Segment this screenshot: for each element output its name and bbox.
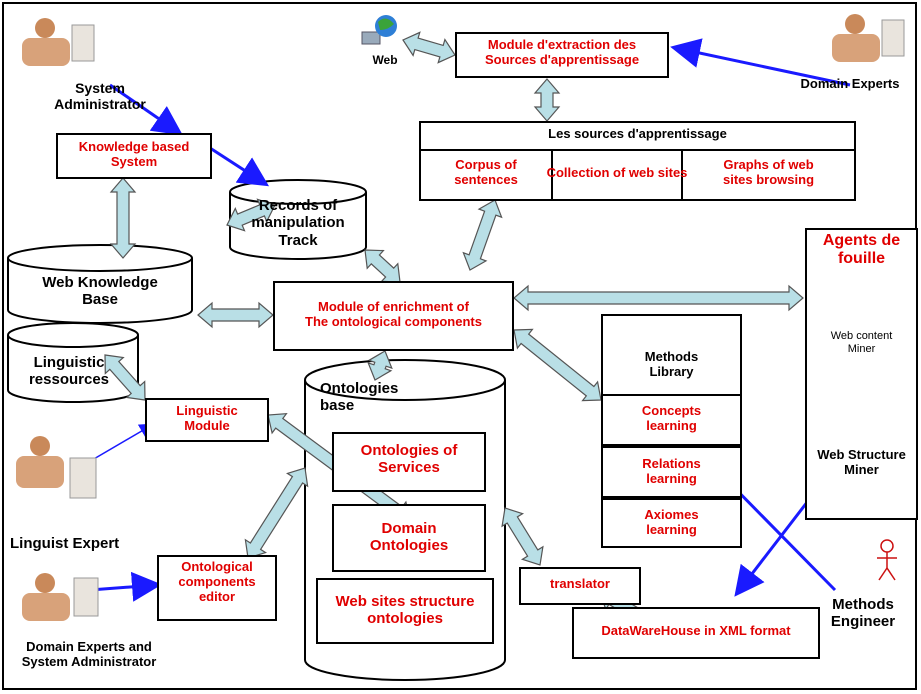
methods-engineer-label: Methods Engineer — [830, 596, 896, 631]
services-ontologies-label: Ontologies of Services — [360, 442, 458, 477]
web-kb-cylinder — [7, 244, 193, 324]
flow-arrow — [533, 78, 561, 122]
person-icon-domain-experts-top — [832, 14, 905, 62]
concepts-learning-label: Concepts learning — [641, 403, 702, 433]
kbs-box[interactable] — [56, 133, 212, 179]
enrichment-module-label: Module of enrichment of The ontological … — [305, 299, 482, 329]
person-icon-system-admin — [22, 18, 95, 66]
linguistic-module-box[interactable] — [145, 398, 269, 442]
web-kb-label: Web Knowledge Base — [42, 274, 158, 309]
extraction-module-box[interactable] — [455, 32, 669, 78]
sources-title: Les sources d'apprentissage — [548, 126, 727, 141]
collection-label: Collection of web sites — [546, 165, 688, 180]
person-icon-linguist — [16, 436, 97, 499]
agents-box — [805, 228, 918, 520]
flow-arrow — [513, 284, 804, 312]
methods-library-title: Methods Library — [644, 349, 699, 379]
linguistic-module-label: Linguistic Module — [176, 403, 238, 433]
flow-arrow — [197, 301, 274, 329]
relations-learning-label: Relations learning — [642, 456, 701, 486]
flow-arrow — [109, 177, 137, 259]
structure-miner-label: Web Structure Miner — [817, 447, 906, 477]
content-miner-label: Web content Miner — [830, 330, 893, 355]
domain-ontologies-label: Domain Ontologies — [369, 520, 449, 555]
structure-ontologies-label: Web sites structure ontologies — [335, 593, 475, 628]
graphs-label: Graphs of web sites browsing — [722, 157, 815, 187]
flow-arrow — [501, 507, 544, 566]
datawarehouse-label: DataWareHouse in XML format — [601, 623, 791, 638]
person-icon-domain-experts-admin — [22, 573, 99, 621]
translator-label: translator — [550, 576, 610, 591]
editor-label: Ontological components editor — [178, 559, 256, 604]
concepts-learning-box[interactable] — [601, 394, 742, 446]
flow-arrow — [462, 199, 503, 271]
system-admin-label: System Administrator — [54, 80, 146, 113]
axiomes-learning-box[interactable] — [601, 498, 742, 548]
domain-experts-label: Domain Experts — [800, 76, 900, 91]
graphs-cell[interactable] — [681, 149, 856, 201]
globe-icon — [361, 15, 397, 45]
flow-arrow — [364, 249, 401, 283]
linguist-label: Linguist Expert — [10, 535, 120, 552]
records-label: Records of manipulation Track — [251, 197, 345, 249]
axiomes-learning-label: Axiomes learning — [644, 507, 699, 537]
enrichment-module-box[interactable] — [273, 281, 514, 351]
translator-box[interactable] — [519, 567, 641, 605]
ontologies-base-label: Ontologies base — [320, 380, 399, 415]
extraction-module-label: Module d'extraction des Sources d'appren… — [484, 37, 640, 67]
domain-experts-admin-label: Domain Experts and System Administrator — [21, 639, 157, 669]
corpus-label: Corpus of sentences — [454, 157, 518, 187]
methods-engineer-figure — [877, 539, 897, 581]
flow-arrow — [513, 328, 602, 402]
flow-arrow — [226, 198, 276, 232]
structure-ontologies-box[interactable] — [316, 578, 494, 644]
editor-box[interactable] — [157, 555, 277, 621]
web-label: Web — [372, 53, 398, 67]
collection-cell[interactable] — [551, 149, 683, 201]
flow-arrow — [244, 467, 309, 559]
linguistic-res-label: Linguistic ressources — [28, 354, 110, 389]
agents-title: Agents de fouille — [822, 232, 901, 268]
flow-arrow — [367, 350, 393, 381]
linguistic-res-cylinder — [7, 322, 139, 403]
services-ontologies-box[interactable] — [332, 432, 486, 492]
datawarehouse-box[interactable] — [572, 607, 820, 659]
relations-learning-box[interactable] — [601, 446, 742, 498]
domain-ontologies-box[interactable] — [332, 504, 486, 572]
kbs-label: Knowledge based System — [78, 139, 190, 169]
corpus-cell[interactable] — [419, 149, 553, 201]
